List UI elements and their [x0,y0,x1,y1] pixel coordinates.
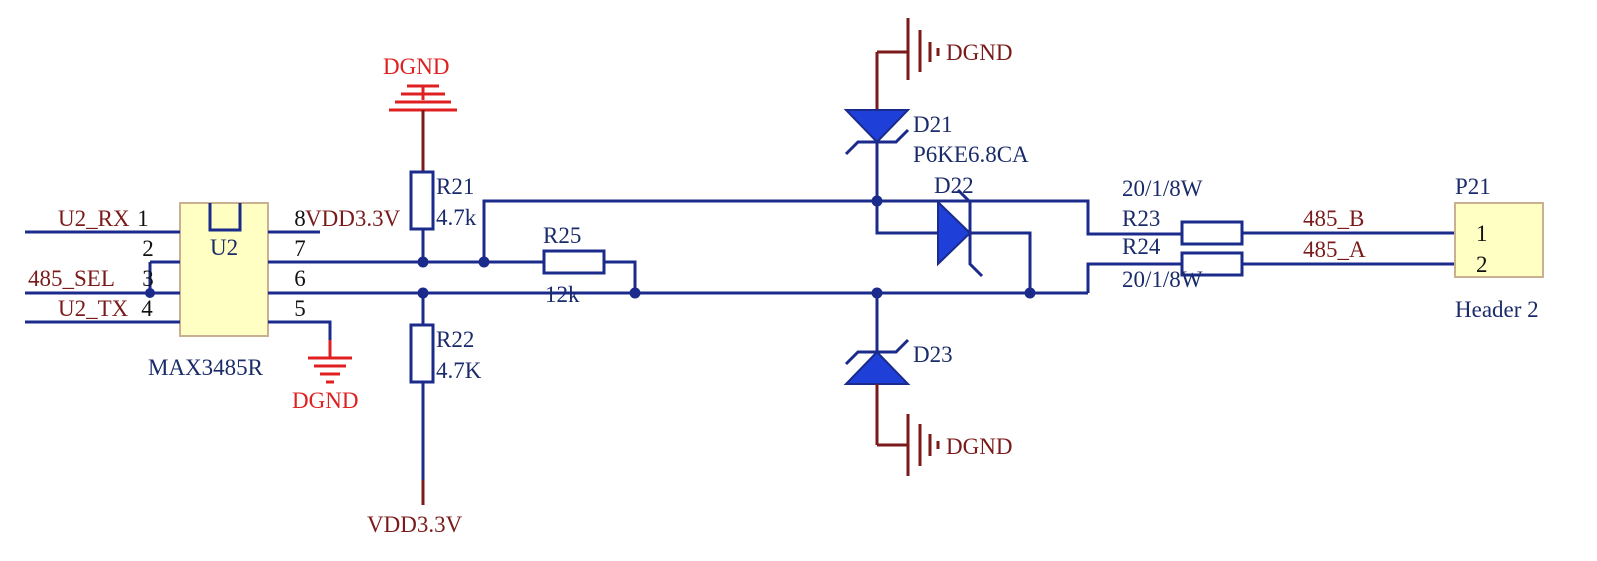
junction-dot [478,256,490,268]
u2-pin5-number: 5 [294,296,306,321]
d23-cathode-bar [844,338,910,366]
ground-label-u2: DGND [292,388,358,413]
p21-part-name: Header 2 [1455,297,1539,322]
d21-value: P6KE6.8CA [913,142,1029,167]
net-label-rx: U2_RX [58,206,130,231]
u2-designator: U2 [210,235,238,260]
u2-body [179,202,269,337]
r22-designator: R22 [436,327,474,352]
r23-resistor [1180,220,1244,246]
u2-pin3-number: 3 [142,266,154,291]
net-a-to-r24 [1086,262,1182,293]
u2-pin6-number: 6 [294,266,306,291]
junction-dot [629,287,641,299]
r21-value: 4.7k [436,205,477,230]
ground-label-d23: DGND [946,434,1012,459]
p21-pin2-number: 2 [1476,252,1488,277]
d22-diode-body [937,199,972,267]
r25-value: 12k [545,282,580,307]
r23-designator: R23 [1122,206,1160,231]
r23-value: 20/1/8W [1122,176,1203,201]
ground-symbol-u2 [308,340,352,384]
net-label-tx: U2_TX [58,296,129,321]
u2-pin5-wire [268,320,332,340]
junction-dot [145,288,155,298]
r24-value: 20/1/8W [1122,267,1203,292]
u2-pin8-number: 8 [294,206,306,231]
net-label-485b: 485_B [1303,206,1364,231]
net-label-vdd-pin8: VDD3.3V [305,206,401,231]
r25-right-wire [604,260,637,293]
ground-symbol-d21 [875,18,940,110]
d22-designator: D22 [934,173,974,198]
r21-designator: R21 [436,174,474,199]
r24-designator: R24 [1122,234,1161,259]
junction-dot [417,287,429,299]
u2-pin2-number: 2 [142,236,154,261]
r22-resistor [409,323,435,384]
p21-header-body [1454,202,1544,278]
u2-pin7-number: 7 [294,236,306,261]
net-label-485a: 485_A [1303,237,1366,262]
r25-resistor [542,249,606,275]
u2-notch [208,203,242,232]
d23-designator: D23 [913,342,953,367]
d22-right-wire [970,231,1032,293]
u2-part-name: MAX3485R [148,355,264,380]
vdd-label-r22: VDD3.3V [367,512,463,537]
junction-dot [417,256,429,268]
r22-value: 4.7K [436,358,482,383]
ground-symbol-d23 [875,384,940,476]
p21-pin1-number: 1 [1476,221,1488,246]
ground-label-d21: DGND [946,40,1012,65]
u2-pin4-number: 4 [141,296,153,321]
net-label-sel: 485_SEL [28,266,115,291]
d22-left-wire [875,201,938,235]
net-b-upper-trace [482,199,1182,262]
u2-ic: U2 MAX3485R 1 2 3 4 8 7 6 5 [25,202,420,380]
ground-symbol-r21 [389,84,457,112]
d21-diode-body [843,109,911,144]
ground-label-r21: DGND [383,54,449,79]
r25-designator: R25 [543,223,581,248]
p21-designator: P21 [1455,174,1491,199]
r21-resistor [409,170,435,231]
u2-pin1-number: 1 [137,206,149,231]
d21-designator: D21 [913,112,953,137]
